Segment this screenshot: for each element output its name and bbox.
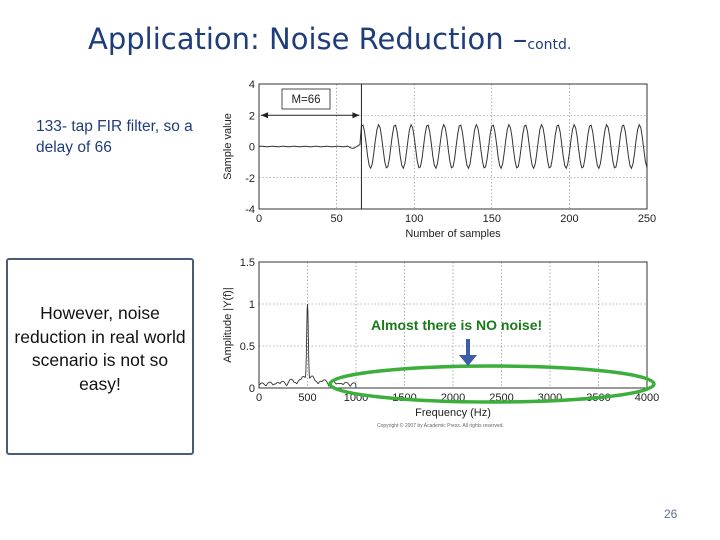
time-series-line [258,123,648,170]
filter-note: 133- tap FIR filter, so a delay of 66 [36,118,193,156]
delay-arrow-head-left [261,112,268,119]
time-plot-ytick-label: 4 [249,79,255,91]
slide-title: Application: Noise Reduction –contd. [88,22,571,56]
time-plot-xlabel: Number of samples [405,228,501,240]
callout-text: However, noise reduction in real world s… [14,303,186,394]
spectrum-plot-ytick-label: 0.5 [240,341,255,353]
title-suffix: contd. [527,37,572,53]
spectrum-plot-ylabel: Amplitude |Y(f)| [222,287,234,362]
spectrum-plot-xlabel: Frequency (Hz) [415,407,491,419]
spectrum-line [258,303,647,389]
time-plot-xtick-label: 50 [330,213,342,225]
no-noise-highlight-ellipse [328,364,656,404]
time-plot-xtick-label: 100 [405,213,423,225]
time-plot-ytick-label: -2 [245,173,255,185]
time-plot-ytick-label: 0 [249,142,255,154]
page-number: 26 [664,507,678,521]
time-plot-ytick-label: -4 [245,204,255,216]
copyright-text: Copyright © 2007 by Academic Press. All … [377,423,504,429]
time-plot-xtick-label: 200 [560,213,578,225]
delay-arrow-head-right [352,112,360,119]
time-plot-ylabel: Sample value [222,113,234,180]
delay-label: M=66 [291,94,320,106]
spectrum-plot-ytick-label: 0 [249,383,255,395]
spectrum-plot-xtick-label: 4000 [635,392,659,404]
spectrum-plot-ytick-label: 1.5 [240,257,255,269]
time-plot-xtick-label: 150 [483,213,501,225]
spectrum-plot-xtick-label: 0 [256,392,262,404]
callout-box: However, noise reduction in real world s… [6,258,194,455]
title-main: Application: Noise Reduction – [88,22,528,56]
time-plot-ytick-label: 2 [249,110,255,122]
delay-label-box [281,88,331,110]
down-arrow-icon [459,355,477,366]
time-plot-xtick-label: 0 [256,213,262,225]
annotation-text: Almost there is NO noise! [371,317,543,333]
time-plot-xtick-label: 250 [638,213,656,225]
spectrum-plot-ytick-label: 1 [249,299,255,311]
spectrum-plot-xtick-label: 500 [298,392,316,404]
